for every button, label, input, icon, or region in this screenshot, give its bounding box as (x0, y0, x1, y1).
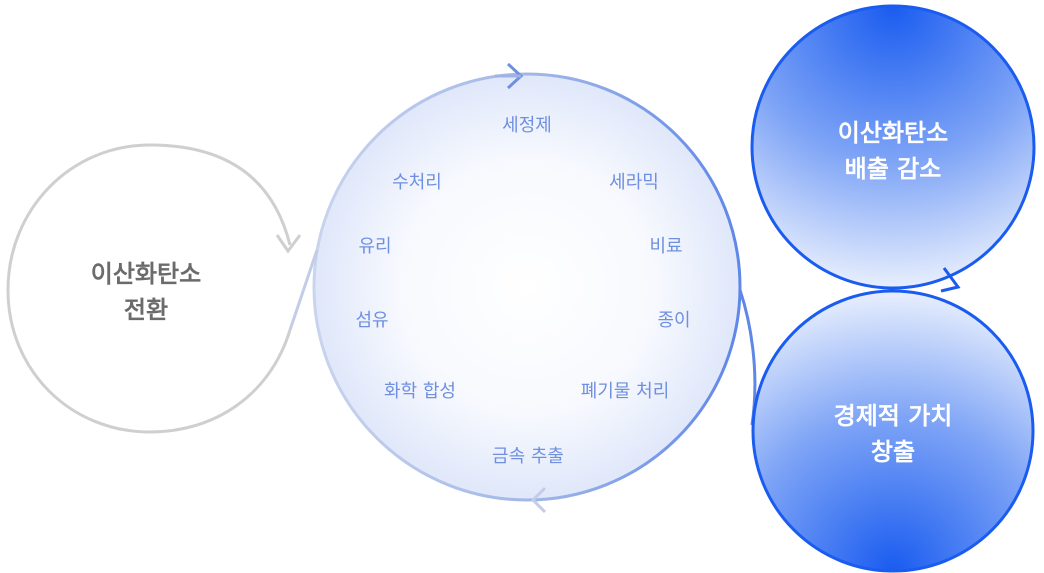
right-top-circle (750, 4, 1036, 293)
arrow-down-icon (275, 234, 302, 254)
cycle-item-5: 폐기물 처리 (580, 381, 670, 402)
arrow-left-icon (530, 486, 547, 514)
connector-line (738, 289, 757, 426)
cycle-item-3: 비료 (649, 236, 683, 257)
cycle-item-8: 섬유 (355, 310, 389, 331)
cycle-item-7: 화학 합성 (384, 381, 456, 402)
left-circle-title: 이산화탄소 전환 (91, 256, 201, 328)
cycle-item-6: 금속 추출 (492, 446, 564, 467)
right-top-line-1: 이산화탄소 (837, 119, 949, 147)
center-cycle-circle (288, 62, 742, 514)
right-bottom-title: 경제적 가치 창출 (834, 398, 953, 470)
left-title-line-1: 이산화탄소 (90, 260, 202, 288)
right-top-line-2: 배출 감소 (844, 155, 942, 183)
cycle-item-4: 종이 (657, 310, 691, 331)
right-top-title: 이산화탄소 배출 감소 (838, 115, 948, 187)
right-bottom-circle (751, 289, 1035, 573)
left-title-line-2: 전환 (123, 296, 169, 324)
cycle-item-10: 수처리 (392, 172, 442, 193)
left-circle (6, 143, 302, 434)
right-bottom-line-2: 창출 (870, 438, 916, 466)
right-bottom-line-1: 경제적 가치 (833, 402, 953, 430)
arrow-down-left-icon (940, 267, 961, 293)
cycle-item-2: 세라믹 (609, 172, 659, 193)
cycle-item-9: 유리 (358, 236, 392, 257)
cycle-item-1: 세정제 (502, 115, 552, 136)
